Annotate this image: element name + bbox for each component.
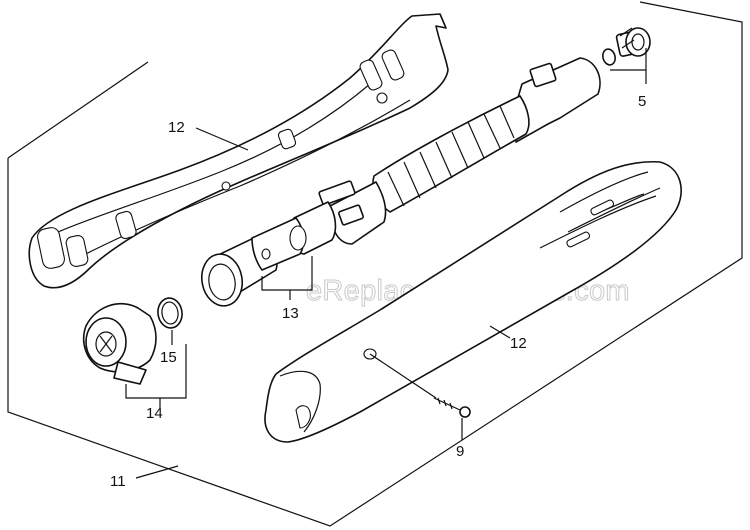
callout-12-upper: 12 <box>168 119 185 136</box>
o-ring-small <box>602 48 616 66</box>
leader-12-lower <box>489 325 511 339</box>
leader-14 <box>125 344 187 399</box>
callout-5: 5 <box>638 93 646 110</box>
handle-half-lower <box>264 160 682 443</box>
handle-half-upper <box>28 13 449 289</box>
nozzle <box>82 302 157 385</box>
callout-14: 14 <box>146 405 163 422</box>
spray-tube-assembly <box>290 57 601 255</box>
callout-11: 11 <box>110 473 126 490</box>
leader-11 <box>135 465 179 479</box>
callout-13: 13 <box>282 305 299 322</box>
end-cap-fitting <box>615 27 651 57</box>
coupling-nut <box>200 217 307 307</box>
callout-9: 9 <box>456 443 464 460</box>
callout-12-lower: 12 <box>510 335 527 352</box>
leader-13 <box>261 256 313 291</box>
o-ring-nozzle <box>157 297 183 329</box>
leader-9 <box>369 353 437 399</box>
callout-15: 15 <box>160 349 177 366</box>
assembly-frame <box>7 1 743 527</box>
assembly-frame-top-edge <box>7 61 149 159</box>
leader-12-upper <box>195 127 249 151</box>
screw <box>433 397 471 418</box>
o-ring-nozzle-inner <box>161 301 179 325</box>
